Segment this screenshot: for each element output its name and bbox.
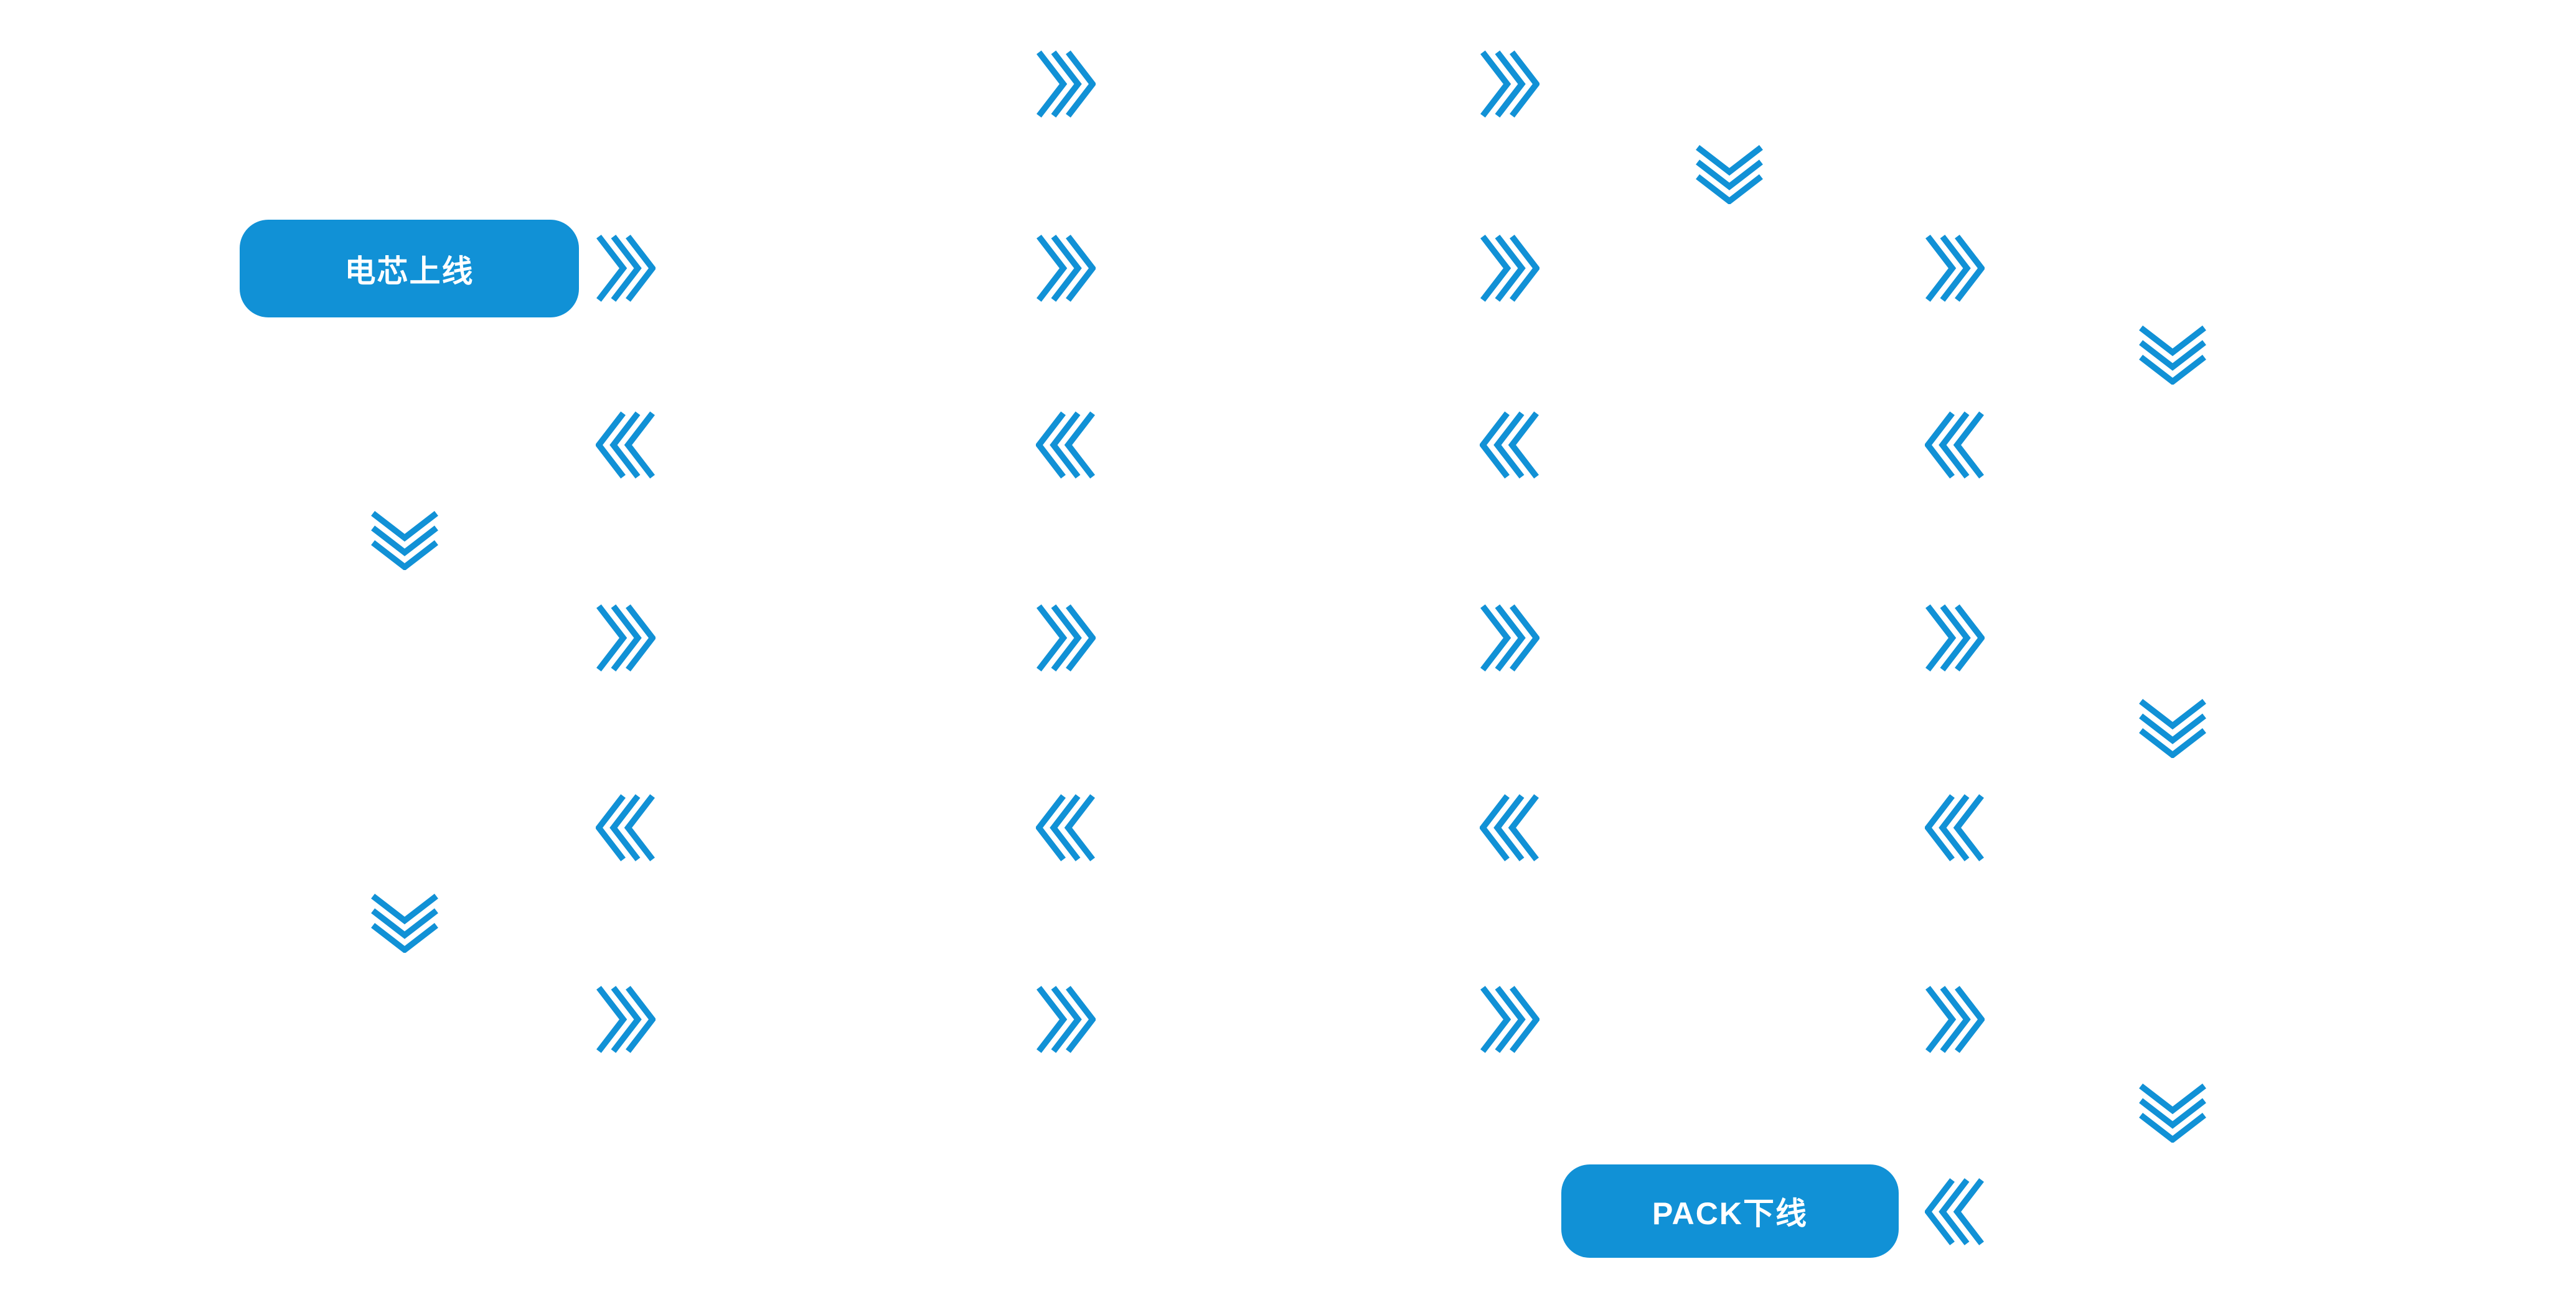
chevron-right-icon	[1030, 602, 1101, 673]
chevron-right-icon	[1030, 233, 1101, 304]
chevron-left-icon	[1030, 792, 1101, 863]
chevron-right-icon	[1474, 602, 1545, 673]
chevron-right-icon	[1474, 49, 1545, 119]
chevron-down-icon	[2137, 1077, 2208, 1148]
chevron-down-icon	[1694, 139, 1765, 210]
chevron-left-icon	[1919, 410, 1990, 480]
chevron-right-icon	[1474, 984, 1545, 1055]
chevron-right-icon	[1919, 233, 1990, 304]
chevron-right-icon	[590, 233, 661, 304]
chevron-right-icon	[1030, 49, 1101, 119]
chevron-right-icon	[590, 602, 661, 673]
chevron-left-icon	[1919, 1176, 1990, 1247]
chevron-left-icon	[1919, 792, 1990, 863]
chevron-down-icon	[2137, 319, 2208, 390]
pack-unloading-end-node[interactable]: PACK下线	[1561, 1164, 1899, 1258]
chevron-down-icon	[369, 887, 440, 958]
chevron-right-icon	[1919, 602, 1990, 673]
chevron-right-icon	[1919, 984, 1990, 1055]
chevron-right-icon	[590, 984, 661, 1055]
chevron-right-icon	[1474, 233, 1545, 304]
chevron-left-icon	[590, 410, 661, 480]
chevron-left-icon	[1474, 410, 1545, 480]
chevron-left-icon	[590, 792, 661, 863]
cell-loading-start-node[interactable]: 电芯上线	[240, 220, 579, 317]
chevron-down-icon	[2137, 693, 2208, 764]
chevron-left-icon	[1030, 410, 1101, 480]
chevron-right-icon	[1030, 984, 1101, 1055]
chevron-down-icon	[369, 505, 440, 576]
chevron-left-icon	[1474, 792, 1545, 863]
